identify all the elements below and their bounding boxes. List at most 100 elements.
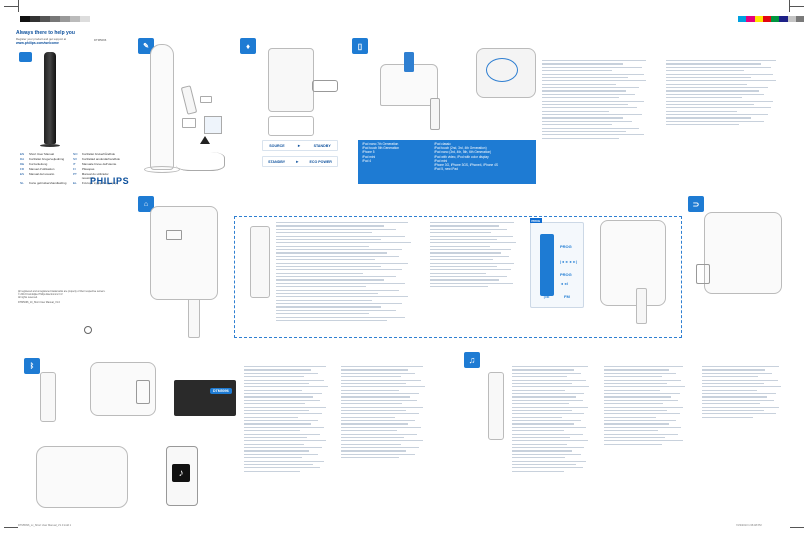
crop-mark [790,6,804,7]
play-pause-button[interactable]: ▷II [544,294,550,299]
remote-small-sketch [188,296,200,338]
prog-button[interactable]: PROG [560,244,572,249]
arrow-right-icon: ► [297,143,302,148]
crop-mark [18,0,19,12]
compat-item: iPhone 5 [362,150,375,155]
compat-item: iPod touch 5th Generation [362,146,400,151]
model-number: DTM5096 [94,38,107,42]
dock-wheel-sketch [486,58,518,82]
dock-section-icon: ▯ [352,38,368,54]
speaker-top-sketch [150,206,218,300]
speaker-side-sketch [600,220,666,306]
rights-text: All rights reserved. [18,296,38,299]
remote-large-sketch [488,372,504,440]
standby-eco-bar: STANDBY ► ECO POWER [262,156,338,167]
standby-label: STANDBY [268,159,286,164]
support-badge [19,52,32,62]
instructions-block-2 [666,60,788,128]
radio-instructions-2 [604,366,694,447]
power-socket-sketch [268,48,314,112]
aux-section-icon: ⊃ [688,196,704,212]
source-standby-bar: SOURCE ► STANDBY [262,140,338,151]
doc-id: DTM5096_10_Short User Manual_V1.0 [18,301,60,304]
remote-functions-text-2 [430,222,526,290]
manual-sketch [204,116,222,134]
remote-sketch-right [636,288,647,324]
remote-sketch-bt [40,372,56,422]
speaker-tower-image [44,52,56,144]
skip-button[interactable]: |◄◄ ►►| [560,260,578,264]
speaker-bt-sketch-2 [36,446,128,508]
tagline: Always there to help you [16,30,75,36]
remote-functions-text [276,222,426,323]
device-name-chip: DTM5096 [210,388,232,394]
website-link[interactable]: www.philips.com/welcome [16,41,59,45]
instructions-block-1 [542,60,658,141]
gray-bar [20,16,90,22]
compat-item: iPod mini [362,154,376,159]
compat-item: iPod mini [434,158,448,163]
remote-panel [234,216,682,338]
music-section-icon: ♫ [464,352,480,368]
prog-button-2[interactable]: PROG [560,272,572,277]
remote-control-sketch [250,226,270,298]
recycle-icon [84,326,92,334]
eco-power-label: ECO POWER [309,159,332,164]
bluetooth-icon: ᛒ [24,358,40,374]
crop-mark [790,527,804,528]
battery-sketch [200,96,212,103]
dark-screen-sketch [174,380,236,416]
remote-buttons-panel [530,222,584,308]
compat-item: iPod with video, iPod with color display [434,154,489,159]
ipod-sketch [404,52,414,72]
music-player-sketch [696,264,710,284]
remote-sketch [430,98,440,130]
aux-device-sketch [704,212,782,294]
cover-footer: All registered and unregistered trademar… [18,290,126,304]
crop-mark [4,6,18,7]
compat-item: iPod 4 [362,158,372,163]
compat-item: iPod touch (2nd, 3rd, 4th Generation) [434,146,487,151]
remote-section-icon: ⌂ [138,196,154,212]
speaker-tower-outline [150,44,174,170]
power-plug-sketch [312,80,338,92]
crop-mark [4,527,18,528]
compat-item: iPod nano 7th Generation [362,142,399,146]
crop-mark [789,0,790,12]
arrow-right-icon: ► [295,159,300,164]
color-bar [738,16,804,22]
warning-triangle-icon [200,136,210,144]
music-app-icon: ♪ [172,464,190,482]
radio-instructions [512,366,598,474]
compat-list-left: iPod nano 7th Generation iPod touch 5th … [362,142,426,182]
speaker-base [40,144,60,147]
compat-box: iPod nano 7th Generation iPod touch 5th … [358,140,536,184]
standby-device-sketch [268,116,314,136]
compat-item: iPod nano (3rd, 4th, 5th, 6th Generation… [434,150,492,155]
trademark-note: All registered and unregistered trademar… [18,290,106,293]
cover-panel: Always there to help you Register your p… [16,30,120,310]
prog-tag: PROG [530,218,542,224]
philips-logo: PHILIPS [90,176,130,186]
fm-button[interactable]: FM [564,294,570,299]
phone-sketch [136,380,150,404]
bluetooth-instructions [244,366,434,474]
copyright-year: © 2013 Koninklijke Philips Electronics N… [18,293,63,296]
prev-button[interactable]: ◄◄I [560,282,569,286]
power-section-icon: ♦ [240,38,256,54]
source-label: SOURCE [269,143,285,148]
compat-list-right: iPod classic iPod touch (2nd, 3rd, 4th G… [434,142,532,182]
remote-strip [540,234,554,296]
speaker-base-outline [144,166,180,173]
